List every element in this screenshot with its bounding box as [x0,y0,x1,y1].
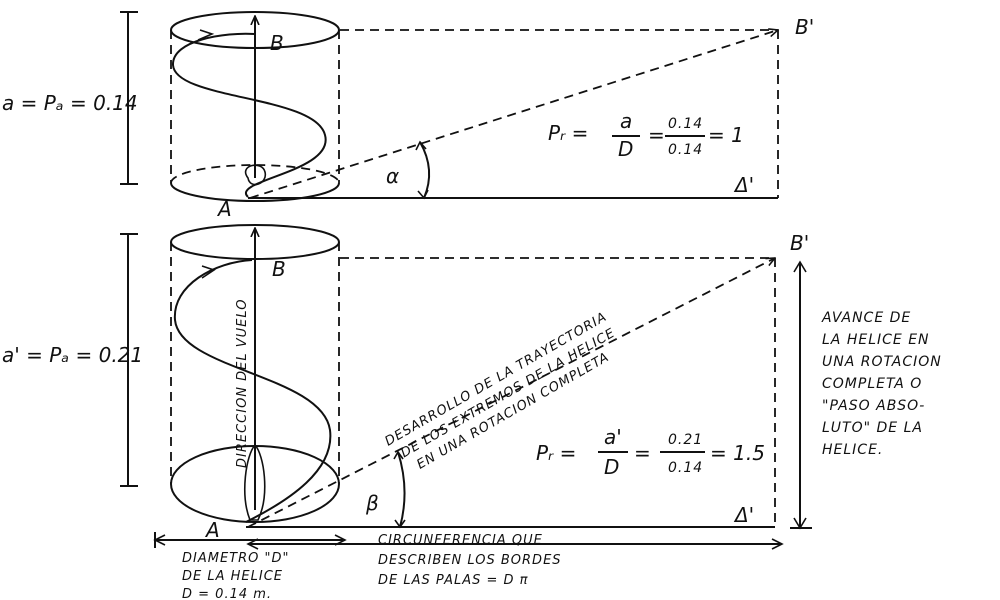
top-height-dimension [120,11,138,185]
bottom-height-dimension [120,233,138,487]
svg-text:=: = [634,441,651,465]
bottom-point-b-prime: B' [790,231,809,255]
bottom-point-a: A [204,518,220,542]
top-frac1-den: D [618,137,633,161]
top-point-a: A [216,197,232,221]
top-blade [244,164,267,186]
top-frac1-num: a [620,109,632,133]
advance-line-3: UNA ROTACION [822,354,942,370]
top-angle-arc [419,141,431,199]
advance-line-1: AVANCE DE [821,310,911,326]
bottom-frac1-den: D [604,455,619,479]
bottom-height-label: a' = Pₐ = 0.21 [2,343,143,367]
bottom-formula-lhs: Pᵣ = [536,441,576,465]
svg-text:=: = [648,123,665,147]
diameter-line-2: DE LA HELICE [182,569,283,584]
bottom-helix-arrow [201,265,216,279]
bottom-point-b: B [272,257,286,281]
top-point-b-prime: B' [795,15,814,39]
bottom-figure: a' = Pₐ = 0.21 DIRECCION DEL VUELO β A B… [2,224,942,600]
top-formula: Pᵣ = a D = 0.14 0.14 = 1 [548,109,744,161]
circumference-note: CIRCUNFERENCIA QUE DESCRIBEN LOS BORDES … [378,533,562,588]
flight-direction-label: DIRECCION DEL VUELO [235,299,250,468]
advance-dimension [790,260,812,530]
trajectory-line-2: DE LOS EXTREMOS DE LA HELICE [398,326,618,461]
bottom-angle-label: β [365,491,379,515]
circumference-line-2: DESCRIBEN LOS BORDES [378,553,562,568]
advance-note: AVANCE DE LA HELICE EN UNA ROTACION COMP… [821,310,942,458]
circumference-dimension [246,538,784,550]
advance-line-5: "PASO ABSO- [822,398,925,414]
bottom-frac2-den: 0.14 [668,460,703,476]
top-frac2-num: 0.14 [668,116,703,132]
top-helix-curve [171,32,327,198]
diameter-line-3: D = 0.14 m. [182,587,272,600]
bottom-formula-result: = 1.5 [710,441,765,465]
top-helix-arrow [197,29,215,41]
bottom-point-delta: Δ' [733,503,754,527]
top-development-diagonal [249,30,778,199]
diameter-note: DIAMETRO "D" DE LA HELICE D = 0.14 m. [182,551,289,600]
diameter-line-1: DIAMETRO "D" [182,551,289,566]
top-angle-label: α [386,164,399,188]
bottom-blade [244,443,266,521]
circumference-line-1: CIRCUNFERENCIA QUE [378,533,543,548]
top-figure: a = Pₐ = 0.14 α A B B' Δ' [2,11,814,221]
advance-line-6: LUTO" DE LA [822,420,923,436]
bottom-helix-curve [173,259,332,523]
bottom-development-diagonal [247,258,775,528]
bottom-angle-arc [397,451,406,528]
top-point-delta: Δ' [733,173,754,197]
circumference-line-3: DE LAS PALAS = D π [378,573,528,588]
bottom-formula: Pᵣ = a' D = 0.21 0.14 = 1.5 [536,425,765,479]
trajectory-label: DESARROLLO DE LA TRAYECTORIA DE LOS EXTR… [383,310,619,473]
top-formula-result: = 1 [708,123,744,147]
top-point-b: B [270,31,284,55]
top-frac2-den: 0.14 [668,142,703,158]
bottom-frac1-num: a' [604,425,622,449]
bottom-frac2-num: 0.21 [668,432,703,448]
advance-line-7: HELICE. [822,442,883,458]
top-height-label: a = Pₐ = 0.14 [2,91,138,115]
advance-line-4: COMPLETA O [822,376,922,392]
advance-line-2: LA HELICE EN [822,332,930,348]
top-formula-lhs: Pᵣ = [548,121,588,145]
